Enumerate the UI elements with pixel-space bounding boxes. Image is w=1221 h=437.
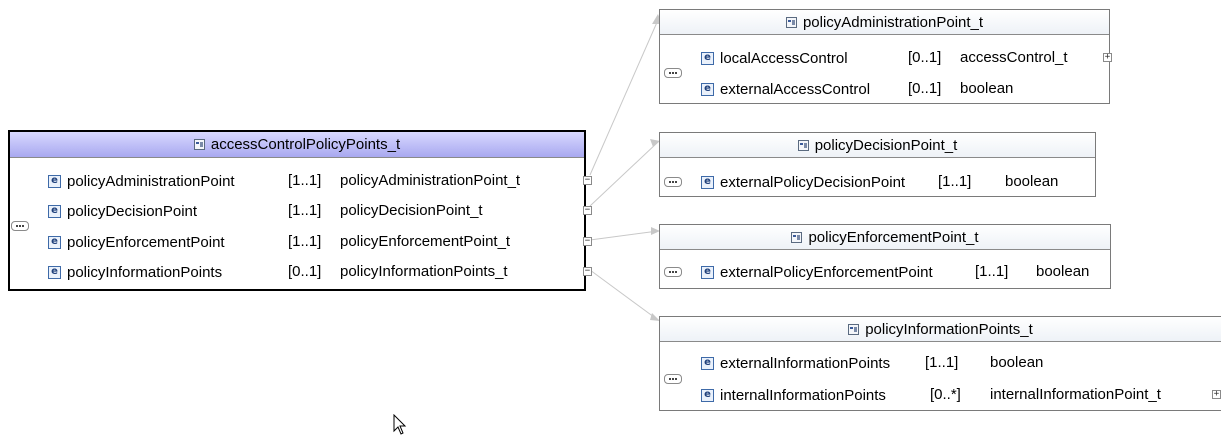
type-box-policy-decision-point[interactable]: policyDecisionPoint_t [659,132,1096,197]
element-cardinality: [1..1] [288,233,322,250]
element-cardinality: [1..1] [975,263,1009,280]
element-icon: e [701,388,714,402]
element-cardinality: [0..1] [908,49,942,66]
type-box-policy-enforcement-point[interactable]: policyEnforcementPoint_t [659,224,1111,289]
element-icon: e [48,235,61,249]
element-type: boolean [990,354,1044,371]
sequence-icon [664,267,682,277]
element-cardinality: [1..1] [288,202,322,219]
minus-collapser-icon[interactable]: − [583,205,592,215]
element-icon: e [701,265,714,279]
type-box-policy-information-points[interactable]: policyInformationPoints_t [659,316,1221,411]
type-title: policyAdministrationPoint_t [802,13,984,31]
element-row[interactable]: e policyAdministrationPoint [48,169,235,193]
element-name: externalPolicyEnforcementPoint [720,263,933,281]
element-type: internalInformationPoint_t [990,386,1161,403]
type-box-access-control-policy-points[interactable]: accessControlPolicyPoints_t [8,130,586,291]
complex-type-icon [797,139,809,151]
element-row[interactable]: e policyDecisionPoint [48,199,197,223]
element-icon: e [701,356,714,370]
sequence-icon [664,177,682,187]
element-name: policyDecisionPoint [67,202,198,220]
complex-type-icon [785,16,797,28]
element-type: policyInformationPoints_t [340,263,508,280]
element-row[interactable]: e localAccessControl [701,46,848,70]
element-type: boolean [1036,263,1090,280]
mouse-pointer-icon [393,414,407,435]
element-type: policyDecisionPoint_t [340,202,483,219]
element-cardinality: [0..1] [908,80,942,97]
minus-collapser-icon[interactable]: − [583,236,592,246]
element-row[interactable]: e policyInformationPoints [48,260,222,284]
type-title: policyDecisionPoint_t [814,136,958,154]
element-name: policyAdministrationPoint [67,172,235,190]
element-icon: e [48,265,61,279]
element-type: policyAdministrationPoint_t [340,172,521,189]
element-name: policyInformationPoints [67,263,223,281]
sequence-icon [664,68,682,78]
element-cardinality: [0..1] [288,263,322,280]
element-icon: e [48,204,61,218]
type-box-policy-administration-point[interactable]: policyAdministrationPoint_t [659,9,1110,104]
element-cardinality: [1..1] [925,354,959,371]
type-header: policyEnforcementPoint_t [660,225,1110,250]
element-cardinality: [1..1] [288,172,322,189]
minus-collapser-icon[interactable]: − [583,175,592,185]
element-name: externalPolicyDecisionPoint [720,173,906,191]
complex-type-icon [848,323,860,335]
type-header: policyDecisionPoint_t [660,133,1095,158]
type-header: accessControlPolicyPoints_t [10,132,584,158]
element-name: externalAccessControl [720,80,871,98]
element-name: localAccessControl [720,49,848,67]
connector-pap [589,19,659,176]
type-header: policyAdministrationPoint_t [660,10,1109,35]
connector-pep [589,230,659,241]
type-title: accessControlPolicyPoints_t [210,136,401,153]
element-name: policyEnforcementPoint [67,233,225,251]
connector-pdp [589,141,659,207]
plus-expander-icon[interactable]: + [1212,389,1221,399]
element-icon: e [701,175,714,189]
arrowhead-pep [651,227,660,235]
sequence-icon [664,374,682,384]
element-type: boolean [960,80,1014,97]
element-icon: e [701,51,714,65]
element-row[interactable]: e externalAccessControl [701,77,870,101]
element-cardinality: [1..1] [938,173,972,190]
element-type: boolean [1005,173,1059,190]
arrowhead-pdp [650,139,660,147]
type-title: policyEnforcementPoint_t [808,228,979,246]
element-name: externalInformationPoints [720,354,891,372]
complex-type-icon [193,139,205,150]
element-icon: e [48,174,61,188]
element-row[interactable]: e externalInformationPoints [701,351,890,375]
minus-collapser-icon[interactable]: − [583,266,592,276]
connector-pip [589,269,659,321]
type-title: policyInformationPoints_t [865,320,1033,338]
element-row[interactable]: e internalInformationPoints [701,383,886,407]
sequence-icon [11,221,29,231]
element-name: internalInformationPoints [720,386,886,404]
plus-expander-icon[interactable]: + [1103,52,1112,62]
element-type: policyEnforcementPoint_t [340,233,511,250]
element-icon: e [701,82,714,96]
element-row[interactable]: e policyEnforcementPoint [48,230,225,254]
complex-type-icon [791,231,803,243]
element-type: accessControl_t [960,49,1068,66]
element-cardinality: [0..*] [930,386,961,403]
element-row[interactable]: e externalPolicyDecisionPoint [701,170,905,194]
type-header: policyInformationPoints_t [660,317,1221,342]
arrowhead-pip [650,313,660,321]
element-row[interactable]: e externalPolicyEnforcementPoint [701,260,933,284]
